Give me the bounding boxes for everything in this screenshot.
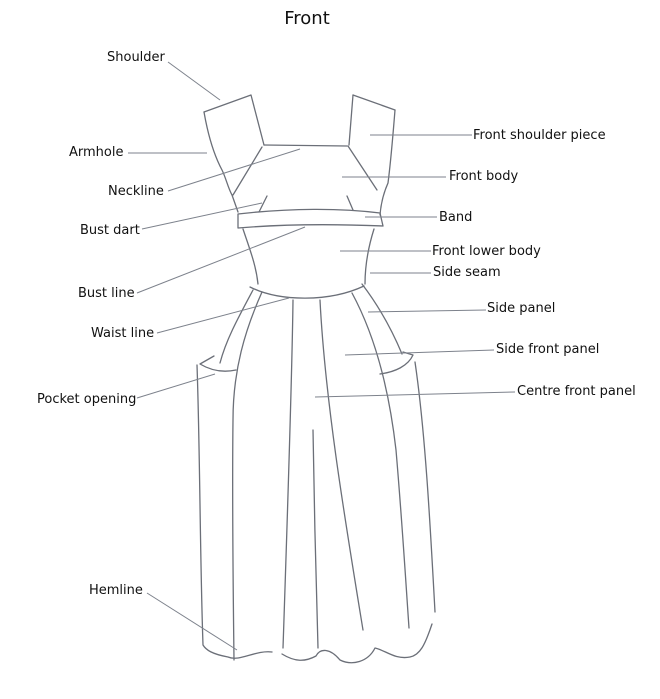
left-bust-dart bbox=[258, 195, 268, 213]
right-skirt-upper bbox=[361, 283, 403, 355]
left-side-panel-seam bbox=[231, 291, 263, 661]
leader-lines bbox=[128, 61, 516, 651]
right-side-panel-seam bbox=[351, 292, 410, 629]
left-side-seam bbox=[242, 228, 259, 285]
left-front-seam bbox=[232, 146, 263, 196]
band-shape bbox=[237, 208, 384, 229]
left-strap bbox=[203, 94, 265, 146]
right-bust-dart bbox=[346, 195, 354, 211]
label-front-lower-body: Front lower body bbox=[432, 244, 541, 259]
label-shoulder: Shoulder bbox=[107, 50, 165, 65]
label-front-shoulder-piece: Front shoulder piece bbox=[473, 128, 606, 143]
label-hemline: Hemline bbox=[89, 583, 143, 598]
left-front-panel-seam bbox=[282, 299, 294, 649]
left-skirt-upper bbox=[219, 289, 254, 364]
right-strap-inner bbox=[348, 94, 354, 146]
right-side-seam bbox=[364, 228, 375, 285]
label-front-body: Front body bbox=[449, 169, 519, 184]
label-armhole: Armhole bbox=[69, 145, 124, 160]
label-bust-dart: Bust dart bbox=[80, 223, 140, 238]
right-pocket bbox=[379, 351, 414, 375]
label-side-panel: Side panel bbox=[487, 301, 556, 316]
label-band: Band bbox=[439, 210, 473, 225]
hem-edge bbox=[281, 623, 433, 664]
label-centre-front-panel: Centre front panel bbox=[517, 384, 636, 399]
right-strap-top bbox=[352, 94, 396, 111]
left-skirt-side bbox=[196, 364, 273, 659]
right-armhole-edge bbox=[379, 109, 396, 216]
label-waist-line: Waist line bbox=[91, 326, 155, 341]
dress-outline bbox=[196, 94, 436, 664]
label-pocket-opening: Pocket opening bbox=[37, 392, 137, 407]
label-side-seam: Side seam bbox=[433, 265, 501, 280]
diagram-title: Front bbox=[284, 8, 330, 29]
waist-seam bbox=[249, 285, 365, 299]
centre-fold-line bbox=[312, 429, 319, 649]
label-side-front-panel: Side front panel bbox=[496, 342, 600, 357]
right-front-seam bbox=[347, 145, 378, 191]
left-armhole-edge bbox=[203, 111, 239, 213]
right-skirt-side bbox=[414, 361, 436, 613]
label-neckline: Neckline bbox=[108, 184, 164, 199]
neckline-edge bbox=[263, 144, 348, 147]
right-front-panel-seam bbox=[319, 299, 364, 631]
label-bust-line: Bust line bbox=[78, 286, 135, 301]
left-pocket bbox=[199, 355, 237, 372]
